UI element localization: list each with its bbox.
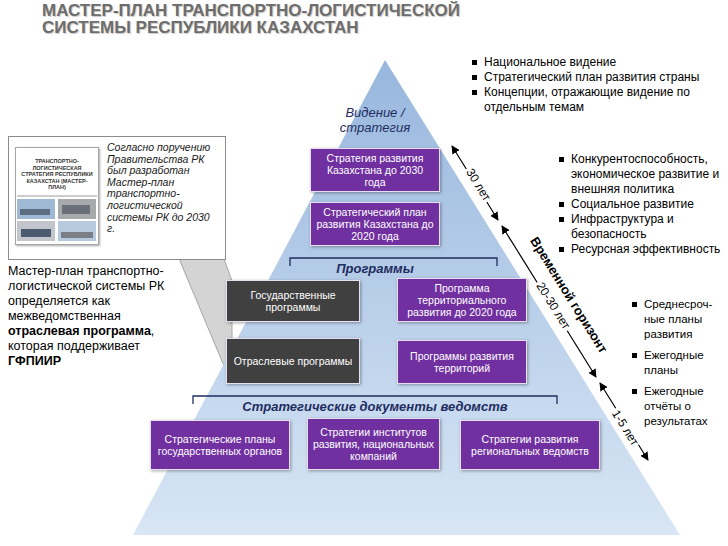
strategy-box: Стратегический план развития Казахстана …: [310, 202, 440, 246]
callout-box: Согласно поручению Правительства РК был …: [8, 136, 226, 260]
program-box: Отраслевые программы: [226, 338, 360, 384]
book-photo-detail: [62, 205, 90, 214]
bullet-item: Инфраструктура и безопасность: [557, 212, 725, 242]
level-heading: Стратегические документы ведомств: [175, 399, 575, 414]
book-photo: [17, 221, 55, 241]
note-emphasis: отраслевая программа: [8, 324, 151, 338]
bullet-item: Концепции, отражающие видение по отдельн…: [470, 85, 710, 115]
pyramid-triangle: [133, 60, 680, 535]
box-text: Программы развития территорий: [402, 350, 522, 374]
note-line: отраслевая программа, которая поддержива…: [8, 324, 186, 354]
box-text: Стратегии институтов развития, националь…: [312, 426, 435, 462]
book-photo-detail: [20, 209, 50, 215]
note-paragraph: Мастер-план транспортно-логистической си…: [8, 264, 186, 369]
note-emphasis: ГФПИИР: [8, 354, 186, 369]
book-photo: [17, 199, 55, 219]
level-heading: Программы: [275, 261, 475, 276]
agency-box: Стратегии развития региональных ведомств: [460, 420, 600, 470]
strategy-box: Стратегия развития Казахстана до 2030 го…: [310, 148, 440, 192]
book-photo-detail: [61, 232, 93, 238]
bullet-list: Среднесроч-ные планы развитияЕжегодные п…: [630, 297, 726, 435]
box-text: Отраслевые программы: [234, 355, 353, 367]
bullet-item: Ежегодные отчёты о результатах: [630, 384, 726, 429]
book-photo: [58, 221, 96, 241]
box-text: Стратегии развития региональных ведомств: [465, 433, 595, 457]
note-text: Мастер-план транспортно-логистической си…: [8, 264, 186, 324]
program-box: Программа территориального развития до 2…: [397, 278, 527, 322]
book-cover: ТРАНСПОРТНО-ЛОГИСТИЧЕСКАЯ СТРАТЕГИЯ РЕСП…: [15, 147, 99, 245]
level-heading: Видение / стратегия: [333, 105, 417, 135]
bullet-item: Ежегодные планы: [630, 348, 726, 378]
box-text: Государственные программы: [231, 289, 355, 313]
callout-text: Согласно поручению Правительства РК был …: [107, 142, 219, 235]
bullet-item: Среднесроч-ные планы развития: [630, 297, 726, 342]
box-text: Стратегический план развития Казахстана …: [315, 206, 435, 242]
box-text: Программа территориального развития до 2…: [402, 282, 522, 318]
program-box: Государственные программы: [226, 280, 360, 322]
bullet-item: Национальное видение: [470, 55, 710, 70]
box-text: Стратегические планы государственных орг…: [155, 433, 285, 457]
bullet-item: Конкурентоспособность, экономическое раз…: [557, 152, 725, 197]
agency-box: Стратегические планы государственных орг…: [150, 420, 290, 470]
pyramid-shape: Видение / стратегияПрограммыСтратегическ…: [133, 60, 680, 535]
book-rule: [17, 196, 97, 197]
bullet-item: Социальное развитие: [557, 197, 725, 212]
bullet-item: Стратегический план развития страны: [470, 70, 710, 85]
bullet-list: Конкурентоспособность, экономическое раз…: [557, 152, 725, 257]
book-photo: [58, 199, 96, 219]
box-text: Стратегия развития Казахстана до 2030 го…: [315, 152, 435, 188]
bullet-list: Национальное видениеСтратегический план …: [470, 55, 710, 115]
bullet-item: Ресурсная эффективность: [557, 242, 725, 257]
book-title: ТРАНСПОРТНО-ЛОГИСТИЧЕСКАЯ СТРАТЕГИЯ РЕСП…: [18, 158, 96, 191]
page-title: МАСТЕР-ПЛАН ТРАНСПОРТНО-ЛОГИСТИЧЕСКОЙ СИ…: [42, 2, 552, 36]
agency-box: Стратегии институтов развития, националь…: [307, 418, 440, 470]
book-photo-detail: [21, 229, 51, 237]
program-box: Программы развития территорий: [397, 340, 527, 384]
